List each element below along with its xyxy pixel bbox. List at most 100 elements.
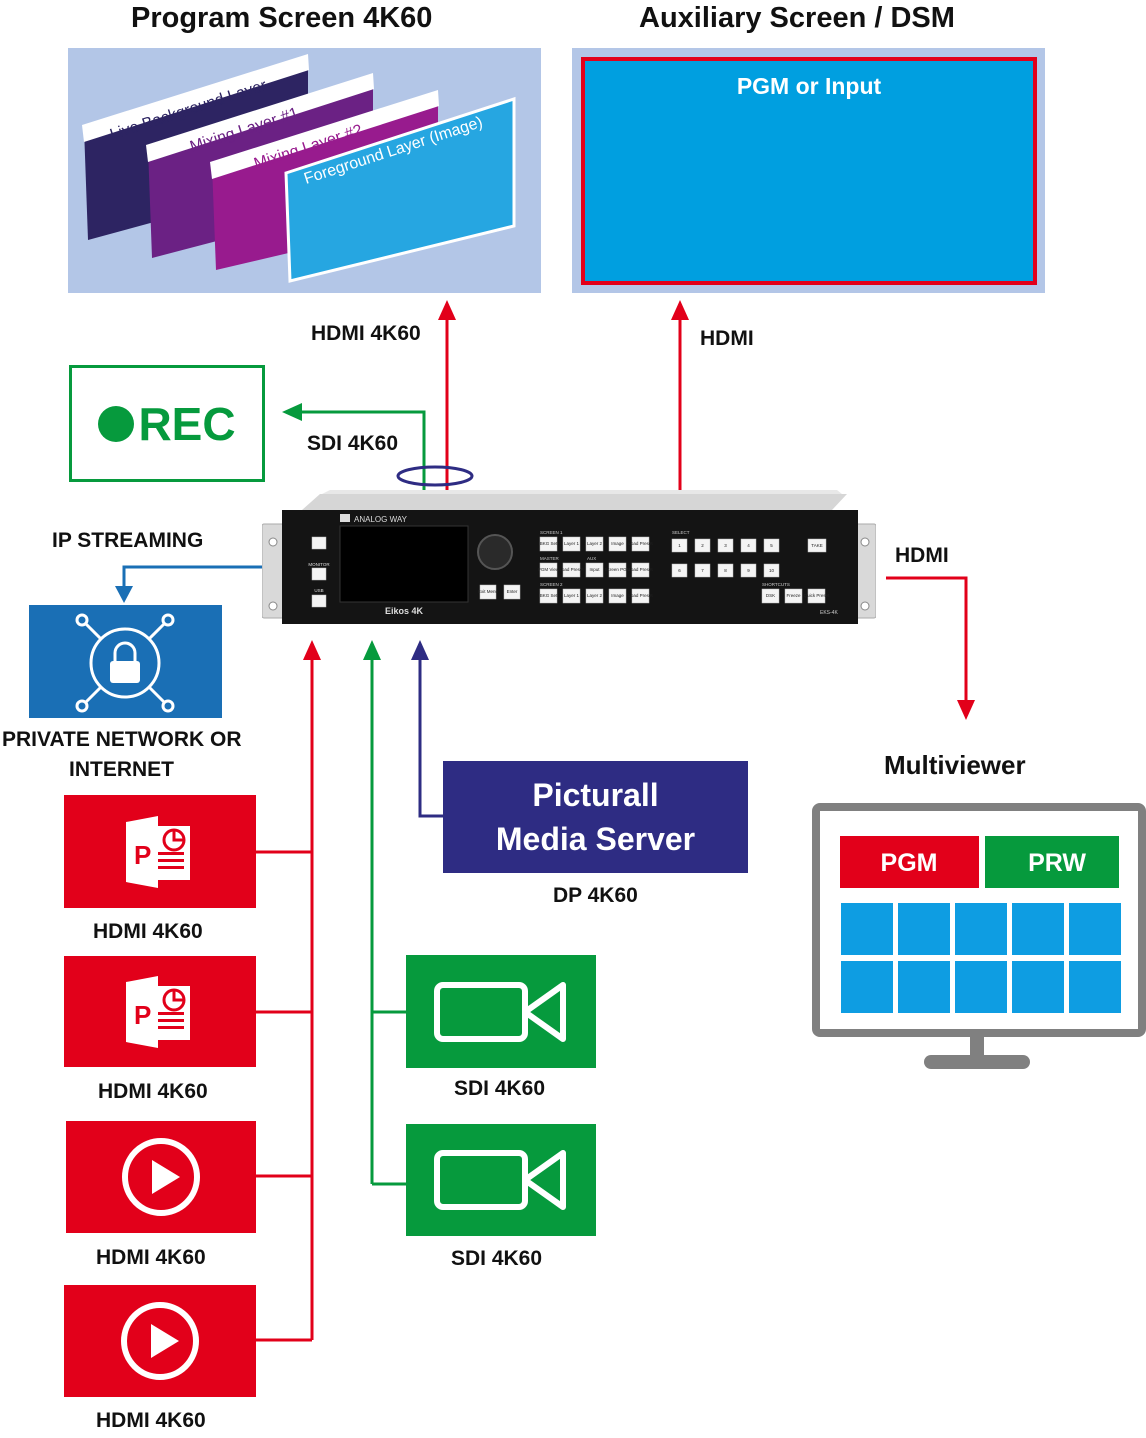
rec-box: REC: [69, 365, 265, 482]
network-lock-icon: [75, 613, 175, 713]
pgm-label: PGM: [881, 849, 938, 877]
device-brand: ANALOG WAY: [354, 515, 408, 524]
pgm-tile: [840, 836, 979, 888]
grid-btn-1-3[interactable]: Screen PGM: [605, 567, 631, 572]
program-output-arrowhead: [438, 300, 456, 320]
aux-output-arrowhead: [671, 300, 689, 320]
camera-icon: [434, 981, 566, 1042]
grid-btn-2-4[interactable]: Load Preset: [628, 593, 653, 598]
section-select: SELECT: [672, 530, 690, 535]
layer-foreground: [284, 96, 516, 283]
exit-menu-button[interactable]: [479, 584, 497, 600]
record-dot-icon: [98, 405, 135, 442]
media-server-input-label: DP 4K60: [553, 884, 638, 907]
source-powerpoint-1: P: [64, 795, 256, 908]
select-buttons[interactable]: 1 2 3 4 5 6 7 8 9 10: [671, 538, 780, 578]
select-btn-3[interactable]: 3: [724, 543, 727, 548]
freeze-button[interactable]: [784, 588, 803, 604]
rec-output-label: SDI 4K60: [307, 432, 399, 455]
master-aux-buttons[interactable]: PGM View Load Preset Input Screen PGM Lo…: [538, 562, 653, 578]
grid-btn-1-4[interactable]: Load Preset: [628, 567, 653, 572]
grid-btn-2-3[interactable]: Image: [611, 593, 624, 598]
eikos-4k-device: MONITOR USB ANALOG WAY Eikos 4K Exit Men…: [261, 490, 877, 630]
program-screen-title: Program Screen 4K60: [131, 2, 433, 34]
media-server-box: Picturall Media Server: [443, 761, 748, 873]
take-button[interactable]: [807, 538, 827, 553]
grid-btn-0-2[interactable]: Layer 2: [587, 541, 603, 546]
freeze-label: Freeze: [786, 593, 801, 598]
prw-label: PRW: [1028, 849, 1086, 877]
device-model-code: EKS-4K: [820, 610, 838, 616]
dsk-label: DSK: [766, 593, 775, 598]
source-3-label: HDMI 4K60: [96, 1246, 206, 1269]
media-server-line2: Media Server: [495, 821, 696, 857]
source-video-2: [64, 1285, 256, 1397]
select-btn-1[interactable]: 1: [678, 543, 681, 548]
multiviewer-output-label: HDMI: [895, 544, 949, 567]
usb-label: USB: [314, 588, 323, 593]
grid-btn-0-4[interactable]: Load Preset: [628, 541, 653, 546]
program-output-label: HDMI 4K60: [311, 322, 421, 345]
aux-screen-content: PGM or Input: [581, 57, 1037, 285]
dp-line: [418, 658, 443, 818]
select-btn-2[interactable]: 2: [701, 543, 704, 548]
select-btn-6[interactable]: 6: [678, 568, 681, 573]
ip-streaming-label: IP STREAMING: [52, 529, 204, 552]
section-shortcuts: SHORTCUTS: [762, 582, 790, 587]
dsk-button[interactable]: [761, 588, 780, 604]
aux-screen-label: PGM or Input: [736, 73, 882, 99]
grid-btn-0-3[interactable]: Image: [611, 541, 624, 546]
enter-button[interactable]: [503, 584, 521, 600]
source-video-1: [66, 1121, 256, 1233]
section-master: MASTER: [540, 556, 560, 561]
grid-btn-2-0[interactable]: BKG Set: [540, 593, 558, 598]
svg-text:P: P: [134, 840, 151, 870]
grid-btn-0-1[interactable]: Layer 1: [564, 541, 580, 546]
section-screen-2: SCREEN 2: [540, 582, 563, 587]
network-label-line2: INTERNET: [69, 758, 174, 781]
select-btn-9[interactable]: 9: [747, 568, 750, 573]
aux-screen-title: Auxiliary Screen / DSM: [639, 2, 955, 34]
play-icon: [121, 1302, 199, 1380]
device-knob[interactable]: [477, 534, 513, 570]
grid-btn-2-1[interactable]: Layer 1: [564, 593, 580, 598]
section-screen-1: SCREEN 1: [540, 530, 563, 535]
aux-output-label: HDMI: [700, 327, 754, 350]
monitor-label: MONITOR: [308, 562, 330, 567]
source-2-label: HDMI 4K60: [98, 1080, 208, 1103]
ip-streaming-line: [122, 565, 262, 588]
select-btn-10[interactable]: 10: [769, 568, 775, 573]
rec-output-line: [300, 410, 426, 490]
enter-label: Enter: [507, 589, 518, 594]
grid-btn-1-2[interactable]: Input: [589, 567, 600, 572]
grid-btn-0-0[interactable]: BKG Set: [540, 541, 558, 546]
device-model: Eikos 4K: [385, 606, 424, 616]
take-label: TAKE: [811, 543, 822, 548]
source-4-label: HDMI 4K60: [96, 1409, 206, 1432]
svg-text:P: P: [134, 1000, 151, 1030]
select-btn-8[interactable]: 8: [724, 568, 727, 573]
screen1-buttons[interactable]: BKG Set Layer 1 Layer 2 Image Load Prese…: [540, 536, 654, 552]
camera-2: [406, 1124, 596, 1236]
camera-2-label: SDI 4K60: [451, 1247, 543, 1270]
private-network-box: [29, 605, 222, 718]
camera-1: [406, 955, 596, 1068]
program-screen-layers: Live Background Layer Mixing Layer #1 Mi…: [82, 54, 516, 283]
screen2-buttons[interactable]: BKG Set Layer 1 Layer 2 Image Load Prese…: [540, 588, 654, 604]
select-btn-7[interactable]: 7: [701, 568, 704, 573]
grid-btn-2-2[interactable]: Layer 2: [587, 593, 603, 598]
loop-ring: [396, 465, 474, 487]
sdi-bus-arrowhead: [363, 640, 381, 660]
multiviewer-line: [886, 576, 968, 702]
powerpoint-icon: P: [126, 815, 190, 888]
quick-preset-button[interactable]: [807, 588, 826, 604]
program-screen: Live Background Layer Mixing Layer #1 Mi…: [68, 48, 541, 293]
grid-btn-1-1[interactable]: Load Preset: [559, 567, 584, 572]
camera-icon: [434, 1150, 566, 1210]
grid-btn-1-0[interactable]: PGM View: [538, 567, 560, 572]
select-btn-5[interactable]: 5: [770, 543, 773, 548]
ip-streaming-arrowhead: [115, 586, 133, 603]
section-aux: AUX: [587, 556, 596, 561]
play-icon: [122, 1138, 200, 1216]
select-btn-4[interactable]: 4: [747, 543, 750, 548]
